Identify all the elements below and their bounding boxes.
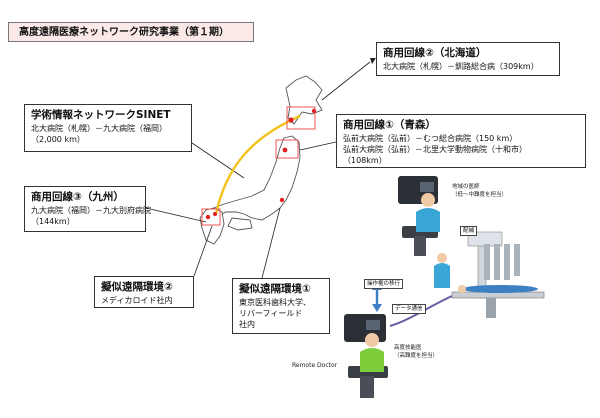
sim1-heading: 擬似遠隔環境①	[239, 283, 311, 295]
expert-note: （高難度を担当）	[394, 353, 439, 359]
robot-arm-4	[514, 244, 520, 276]
local-doctor-note: （低～中難度を担当）	[452, 192, 508, 198]
aomori-heading: 商用回線①（青森）	[343, 119, 436, 131]
kyushu-line-2: （144km）	[31, 217, 75, 226]
assistant-head	[437, 253, 447, 263]
site-box-kyushu	[201, 208, 221, 226]
hokkaido-line-1: 北大病院（札幌）－釧路総合病（309km）	[383, 62, 539, 71]
site-dot-fukuoka	[205, 214, 211, 220]
local-doctor-body	[416, 208, 440, 232]
connector-lines	[145, 141, 337, 279]
connector-hokkaido	[321, 61, 371, 101]
remote-doctor-body	[360, 348, 384, 372]
aomori-line-1: 弘前大病院（弘前）－むつ総合病院（150 km）	[343, 134, 518, 143]
sim2-heading: 擬似遠隔環境②	[101, 281, 173, 293]
local-doctor-head	[421, 193, 435, 207]
remote-doctor-head	[365, 333, 379, 347]
aomori-line-3: （108km）	[343, 156, 387, 165]
local-console-screen	[420, 182, 434, 192]
site-box-aomori	[275, 139, 299, 159]
hokkaido-landmass	[285, 75, 323, 125]
operation-transfer-label: 操作権の移行	[364, 279, 404, 289]
sinet-line	[214, 114, 301, 215]
connector-aomori	[299, 141, 337, 151]
sim1-line-3: 社内	[239, 320, 255, 329]
shikoku-landmass	[227, 217, 253, 231]
connector-sim2	[193, 225, 213, 277]
site-dot-kushiro	[311, 108, 317, 114]
patient	[462, 285, 538, 293]
data-link-label: データ通信	[392, 304, 426, 314]
callout-sinet: 学術情報ネットワークSINET 北大病院（札幌）－九大病院（福岡） （2,000…	[24, 104, 192, 152]
callout-aomori: 商用回線①（青森） 弘前大病院（弘前）－むつ総合病院（150 km） 弘前大病院…	[336, 114, 586, 168]
honshu-landmass	[211, 135, 301, 221]
connector-sinet	[191, 142, 245, 179]
connector-kyushu	[145, 207, 207, 223]
surgical-robot-illustration	[344, 176, 545, 398]
callout-sim1: 擬似遠隔環境① 東京医科歯科大学、 リバーフィールド 社内	[232, 278, 330, 334]
hokkaido-heading: 商用回線②（北海道）	[383, 47, 487, 59]
remote-console-stand	[360, 376, 374, 398]
robot-arm-3	[504, 244, 510, 280]
operation-arrow-down	[372, 304, 382, 312]
sinet-heading: 学術情報ネットワークSINET	[31, 109, 171, 121]
site-dot-sapporo	[288, 117, 294, 123]
sim1-line-2: リバーフィールド	[239, 309, 303, 318]
assist-label: 配補	[460, 226, 478, 236]
site-box-hokkaido	[286, 106, 316, 130]
page-title: 高度遠隔医療ネットワーク研究事業（第１期）	[8, 22, 254, 42]
expert-label: 高度技能医	[394, 345, 422, 351]
remote-console-screen	[366, 320, 380, 330]
connector-sim1	[261, 207, 281, 279]
site-dot-hirosaki	[282, 147, 288, 153]
robot-arm-1	[484, 244, 490, 280]
robot-arm-2	[494, 244, 500, 280]
local-doctor-label: 地域の医師	[452, 184, 480, 190]
local-console-stand	[414, 236, 426, 256]
sim1-line-1: 東京医科歯科大学、	[239, 298, 311, 307]
kyushu-heading: 商用回線③（九州）	[31, 191, 124, 203]
operating-table-base	[486, 298, 496, 318]
aomori-line-2: 弘前大病院（弘前）－北里大学動物病院（十和市）	[343, 145, 527, 154]
sinet-line-2: （2,000 km）	[31, 135, 85, 144]
remote-doctor-label: Remote Doctor	[292, 362, 338, 369]
sim2-line-1: メディカロイド社内	[101, 296, 173, 305]
connector-hokkaido-arrowhead	[370, 58, 376, 64]
patient-head	[458, 285, 466, 293]
callout-sim2: 擬似遠隔環境② メディカロイド社内	[94, 276, 194, 308]
callout-hokkaido: 商用回線②（北海道） 北大病院（札幌）－釧路総合病（309km）	[376, 42, 560, 76]
callout-kyushu: 商用回線③（九州） 九大病院（福岡）－九大別府病院 （144km）	[24, 186, 151, 232]
japan-map	[199, 75, 323, 245]
sinet-line-1: 北大病院（札幌）－九大病院（福岡）	[31, 124, 167, 133]
site-dot-tokyo	[279, 197, 285, 203]
assistant-body	[434, 263, 450, 288]
kyushu-line-1: 九大病院（福岡）－九大別府病院	[31, 206, 151, 215]
site-dot-beppu	[213, 212, 217, 216]
